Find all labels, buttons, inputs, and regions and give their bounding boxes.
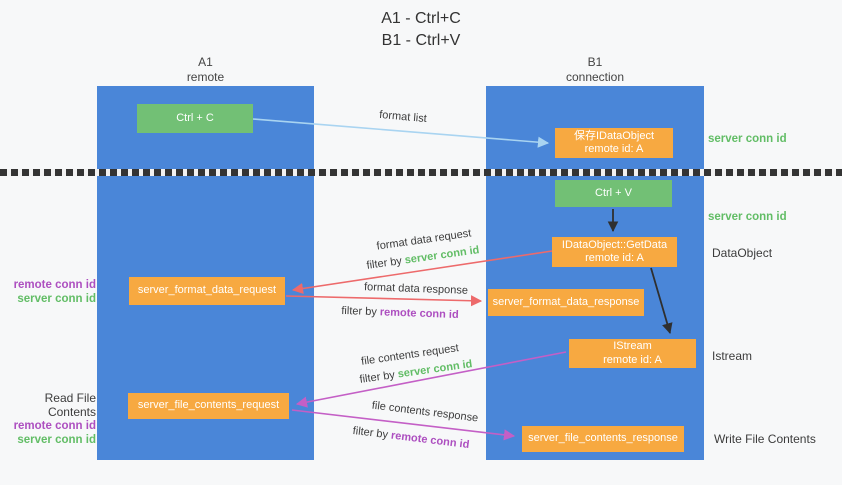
server-file-contents-request-node: server_file_contents_request <box>128 393 289 419</box>
remote-conn-id-key: remote conn id <box>390 429 470 452</box>
format-data-response-arrow <box>285 295 483 307</box>
ctrl-c-label: Ctrl + C <box>176 111 214 124</box>
save-dataobject-node: 保存IDataObject remote id: A <box>555 128 673 158</box>
server-conn-id-annotation-ctrlv: server conn id <box>708 211 787 223</box>
format-list-text: format list <box>378 108 428 126</box>
dataobject-annotation: DataObject <box>712 246 773 260</box>
filter-by-prefix: filter by <box>365 254 406 272</box>
save-dataobject-line2: remote id: A <box>584 143 644 155</box>
column-header-b1: B1 connection <box>486 55 704 85</box>
remote-conn-id-key: remote conn id <box>379 306 459 322</box>
server-conn-id-annotation: server conn id <box>17 434 96 446</box>
file-request-left-ids: Read File Contents remote conn id server… <box>6 391 96 447</box>
istream-line1: IStream <box>613 340 652 353</box>
file-response-label: server_file_contents_response <box>528 432 678 445</box>
getdata-line1: IDataObject::GetData <box>561 238 668 251</box>
getdata-node: IDataObject::GetData remote id: A <box>552 237 677 267</box>
ctrl-v-label: Ctrl + V <box>595 186 632 199</box>
column-a1-role: remote <box>186 70 225 84</box>
file-request-label: server_file_contents_request <box>137 399 280 412</box>
filter-by-prefix: filter by <box>341 304 381 319</box>
column-header-a1: A1 remote <box>97 55 314 85</box>
remote-conn-id-annotation: remote conn id <box>13 279 96 291</box>
server-conn-id-annotation-top: server conn id <box>708 133 787 145</box>
ctrl-c-node: Ctrl + C <box>137 104 253 133</box>
file-contents-response-text: file contents response <box>371 399 479 425</box>
format-data-response-edge-label: format data response <box>364 281 468 297</box>
server-conn-id-key: server conn id <box>396 358 474 381</box>
server-format-data-request-node: server_format_data_request <box>129 277 285 305</box>
write-file-contents-annotation: Write File Contents <box>714 432 816 446</box>
format-data-response-text: format data response <box>363 281 469 297</box>
getdata-line2: remote id: A <box>585 252 644 264</box>
server-conn-id-annotation: server conn id <box>17 293 96 305</box>
istream-annotation: Istream <box>712 349 753 363</box>
istream-line2: remote id: A <box>603 353 662 366</box>
file-contents-response-edge-label: file contents response <box>371 400 479 425</box>
ctrl-v-node: Ctrl + V <box>555 180 672 207</box>
read-file-contents-annotation: Read File Contents <box>44 391 96 419</box>
istream-node: IStream remote id: A <box>569 339 696 368</box>
column-b1-name: B1 <box>587 55 603 69</box>
format-request-label: server_format_data_request <box>137 284 277 297</box>
format-response-label: server_format_data_response <box>492 295 640 308</box>
filter-by-prefix: filter by <box>358 368 399 386</box>
server-format-data-response-node: server_format_data_response <box>488 289 644 316</box>
title-line-1: A1 - Ctrl+C <box>381 10 461 27</box>
server-conn-id-key: server conn id <box>403 244 481 267</box>
save-dataobject-line1: 保存IDataObject <box>573 129 655 142</box>
diagram-title: A1 - Ctrl+C B1 - Ctrl+V <box>0 8 842 51</box>
remote-conn-id-annotation: remote conn id <box>13 420 96 432</box>
column-a1-name: A1 <box>198 55 213 69</box>
session-divider-dotted-line <box>0 169 842 176</box>
title-line-2: B1 - Ctrl+V <box>381 31 461 49</box>
format-data-response-filter-label: filter by remote conn id <box>341 305 459 321</box>
format-request-left-ids: remote conn id server conn id <box>6 278 96 306</box>
file-contents-response-filter-label: filter by remote conn id <box>352 425 470 451</box>
filter-by-prefix: filter by <box>352 424 392 442</box>
column-b1-role: connection <box>565 70 625 84</box>
format-list-edge-label: format list <box>379 109 428 125</box>
server-file-contents-response-node: server_file_contents_response <box>522 426 684 452</box>
